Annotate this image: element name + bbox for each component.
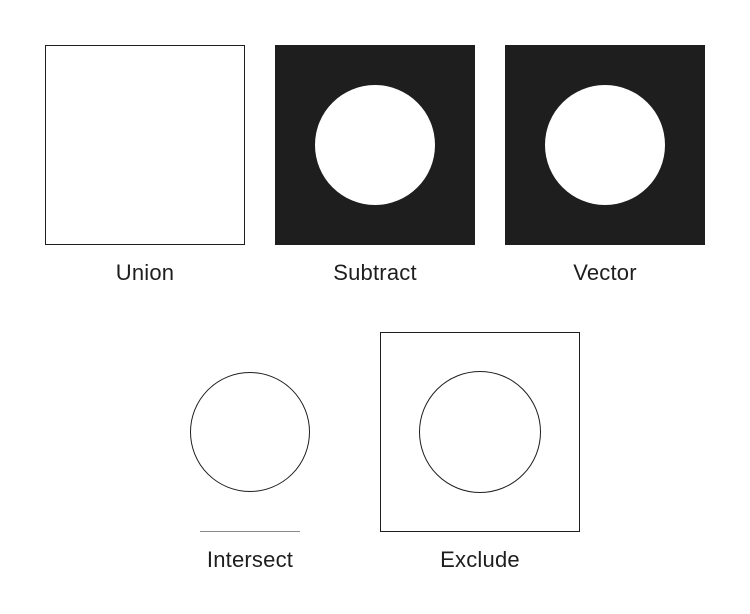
intersect-icon (190, 372, 310, 532)
union-label: Union (115, 260, 175, 285)
subtract-label: Subtract (333, 260, 417, 285)
vector-tile[interactable] (505, 45, 705, 245)
subtract-tile[interactable] (275, 45, 475, 245)
vector-label: Vector (573, 260, 637, 285)
exclude-icon (380, 332, 580, 532)
intersect-label: Intersect (206, 547, 294, 572)
exclude-tile[interactable] (380, 332, 580, 532)
exclude-label: Exclude (440, 547, 520, 572)
vector-icon (505, 45, 705, 245)
intersect-tile[interactable] (150, 332, 350, 532)
union-icon (45, 45, 245, 245)
subtract-icon (275, 45, 475, 245)
union-tile[interactable] (45, 45, 245, 245)
